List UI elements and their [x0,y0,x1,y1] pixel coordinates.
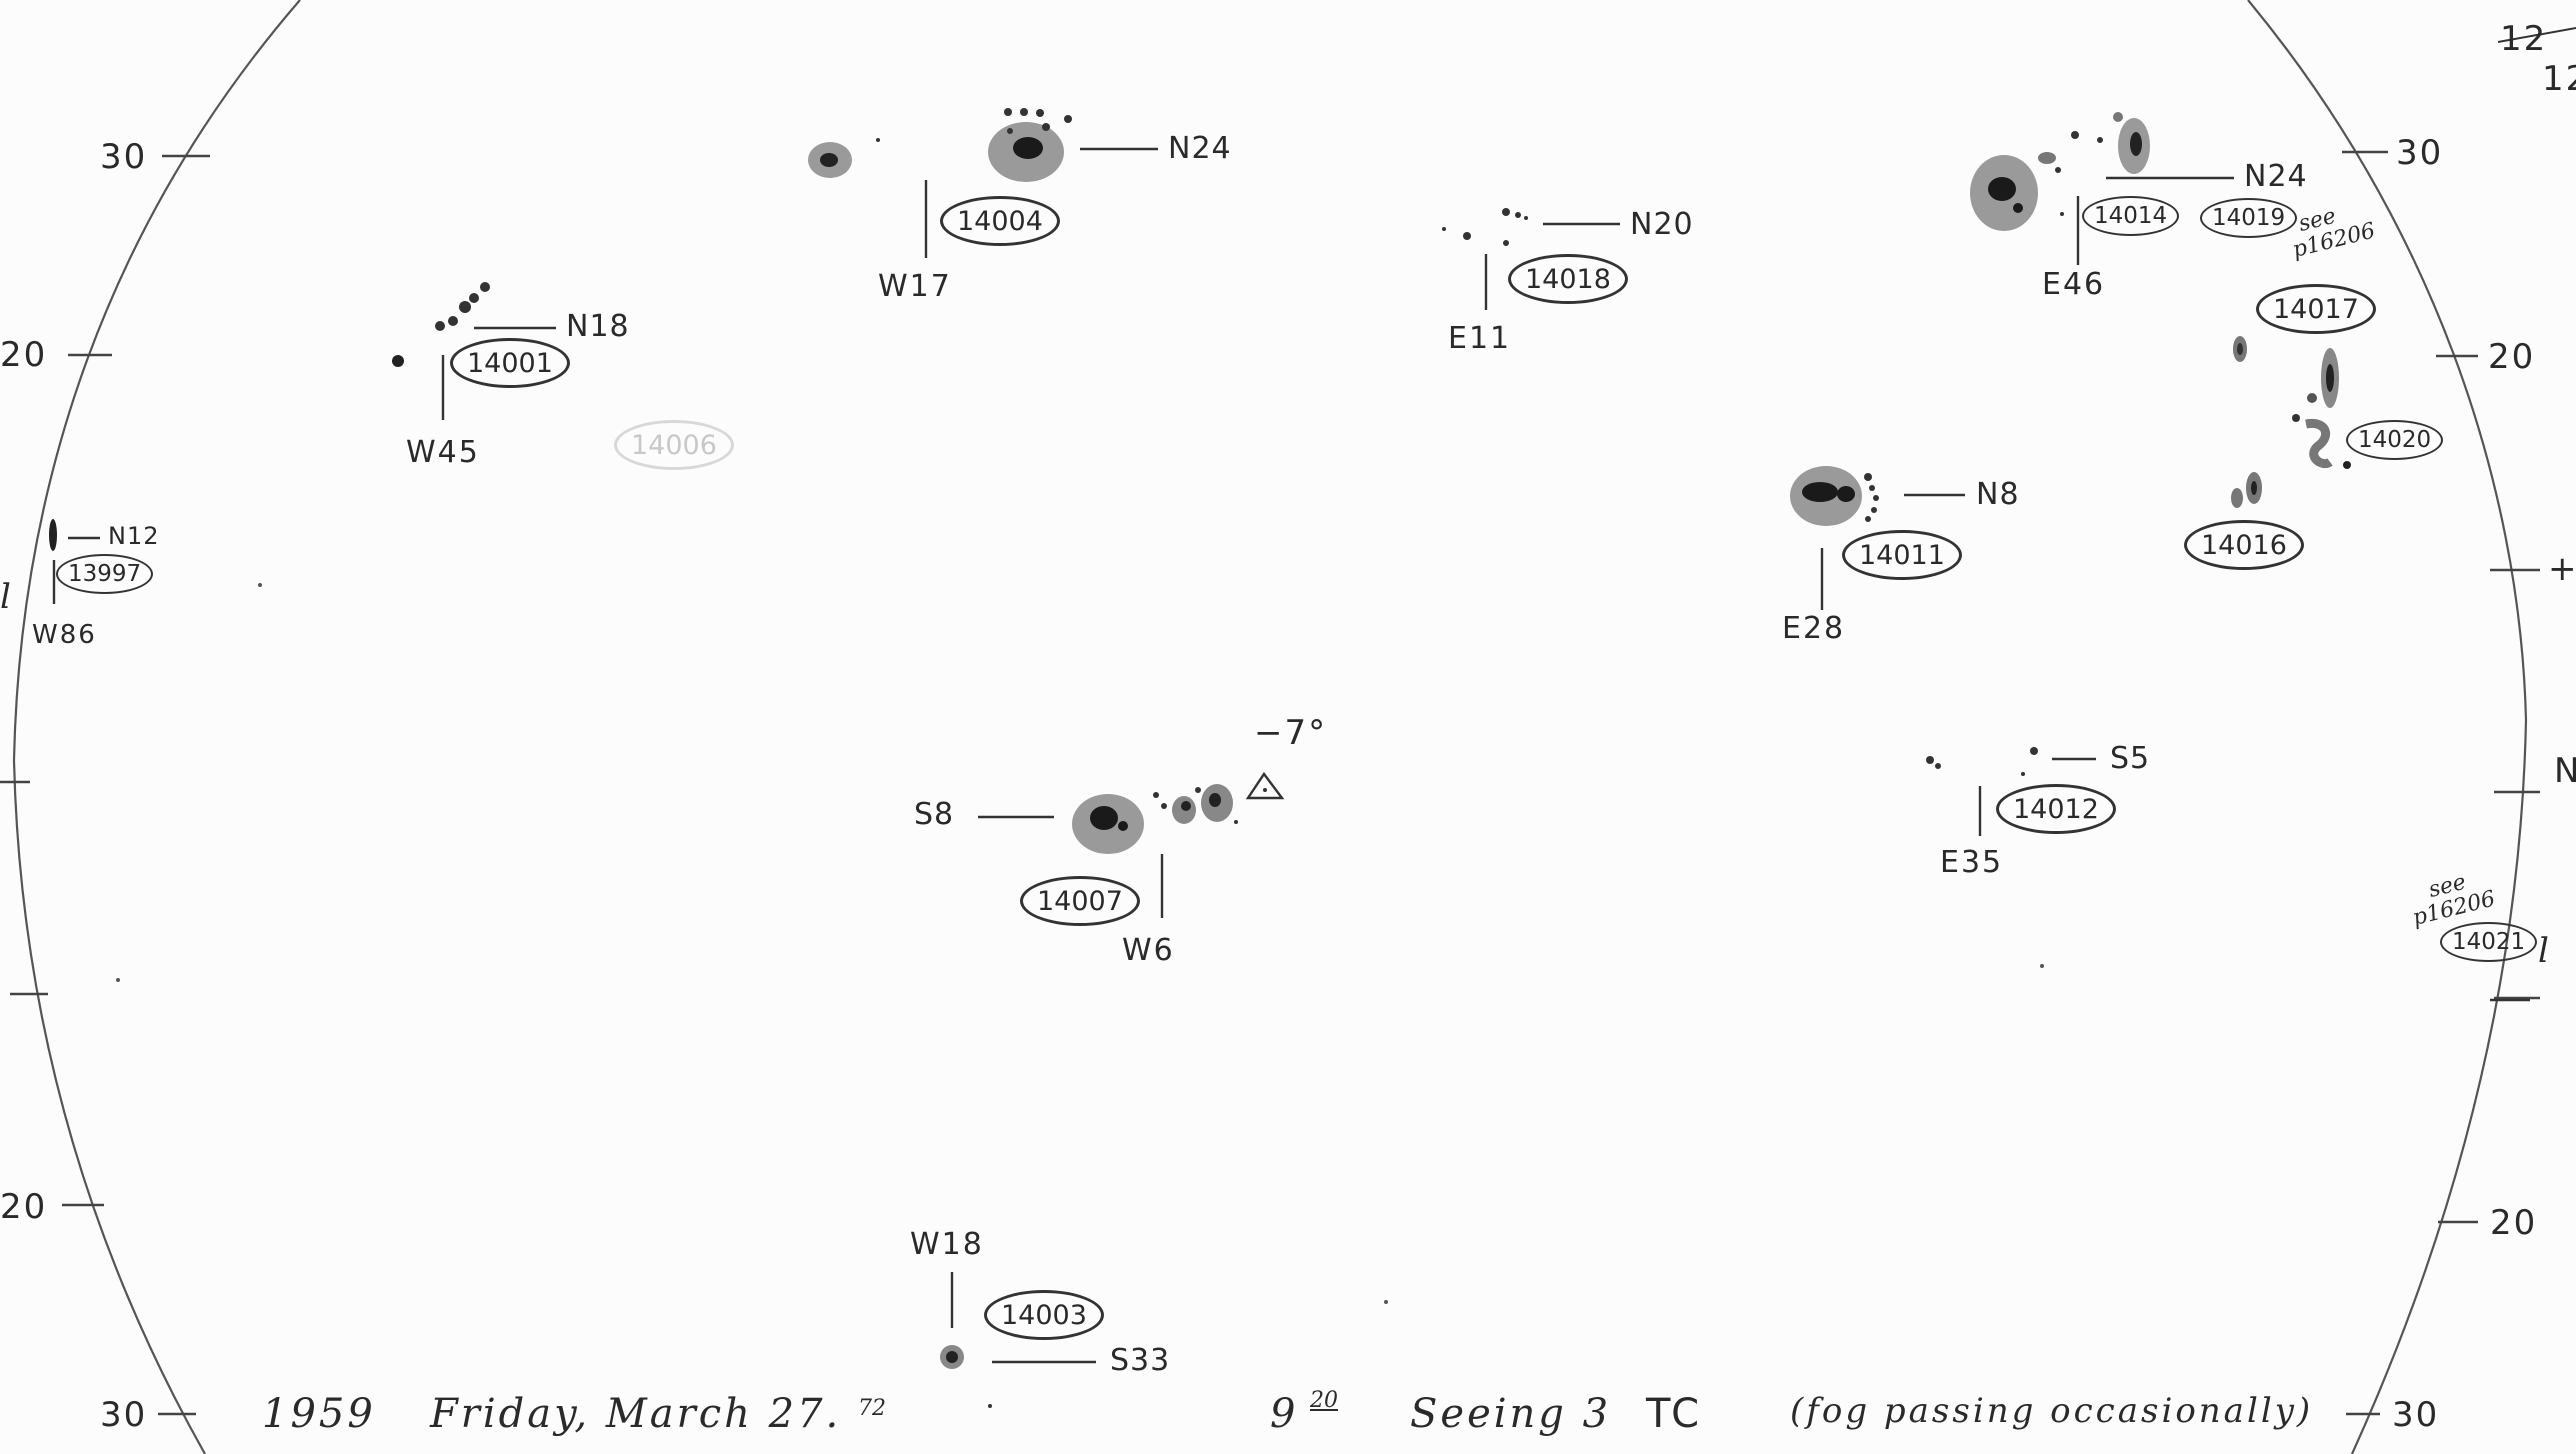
left-limb-tick-label: 20 [0,335,48,375]
observation-date: Friday, March 27. [430,1391,842,1437]
longitude-label: W18 [910,1227,984,1262]
longitude-label: W17 [878,269,952,304]
latitude-label: N18 [566,309,630,344]
region-number: 14012 [1996,784,2116,834]
region-number: 13997 [56,554,154,594]
longitude-label: E35 [1940,845,2004,880]
left-limb-tick-label: 20 [0,1187,48,1227]
latitude-label: N24 [2244,159,2308,194]
region-number: 14003 [984,1290,1104,1340]
observation-time-minutes: 20 [1310,1388,1338,1413]
spots [49,108,2351,1408]
region-number: 14016 [2184,520,2304,570]
region-number: 14001 [450,338,570,388]
latitude-label: N12 [108,522,160,550]
region-number: 14007 [1020,876,1140,926]
faint-region-number: 14006 [614,420,734,470]
latitude-label: S8 [914,797,955,832]
edge-fragment: + [2548,549,2576,589]
edge-fragment-left: l [0,577,13,617]
region-number: 14017 [2256,284,2376,334]
latitude-label: S33 [1110,1343,1171,1378]
left-limb-tick-label: 30 [100,137,148,177]
right-limb-tick-label: 20 [2490,1203,2538,1243]
edge-fragment: N [2554,751,2576,791]
longitude-label: E11 [1448,321,1512,356]
left-limb-tick-label: 30 [100,1395,148,1435]
region-number: 14018 [1508,254,1628,304]
region-number: 14020 [2346,420,2444,460]
observation-year: 1959 [262,1391,376,1437]
longitude-label: W45 [406,435,480,470]
region-number: 14011 [1842,530,1962,580]
edge-fragment: l [2538,931,2551,971]
observation-time-hour: 9 [1270,1391,1299,1437]
latitude-label: N8 [1976,477,2020,512]
longitude-label: W86 [32,620,97,650]
longitude-label: E46 [2042,267,2106,302]
right-limb-tick-label: 30 [2396,133,2444,173]
tilt-angle-annotation: −7° [1254,713,1328,753]
region-number: 14019 [2200,198,2298,238]
right-limb-tick-label: 20 [2488,337,2536,377]
right-limb-tick-label: 30 [2392,1395,2440,1435]
region-number: 14004 [940,196,1060,246]
observer-initials: TC [1646,1391,1703,1437]
longitude-label: E28 [1782,611,1846,646]
longitude-label: W6 [1122,933,1175,968]
latitude-label: N24 [1168,131,1232,166]
solar-limb-right [2247,0,2528,1454]
edge-fragment-struck: 12 [2500,19,2548,59]
latitude-label: S5 [2110,741,2151,776]
region-number: 14014 [2082,196,2180,236]
weather-remark: (fog passing occasionally) [1790,1391,2314,1431]
solar-limb-left [12,0,301,1454]
latitude-label: N20 [1630,207,1694,242]
seeing-condition: Seeing 3 [1410,1391,1612,1437]
edge-fragment: 12 [2542,59,2576,99]
observation-date-suffix: 72 [858,1396,886,1421]
region-number: 14021 [2440,922,2538,962]
